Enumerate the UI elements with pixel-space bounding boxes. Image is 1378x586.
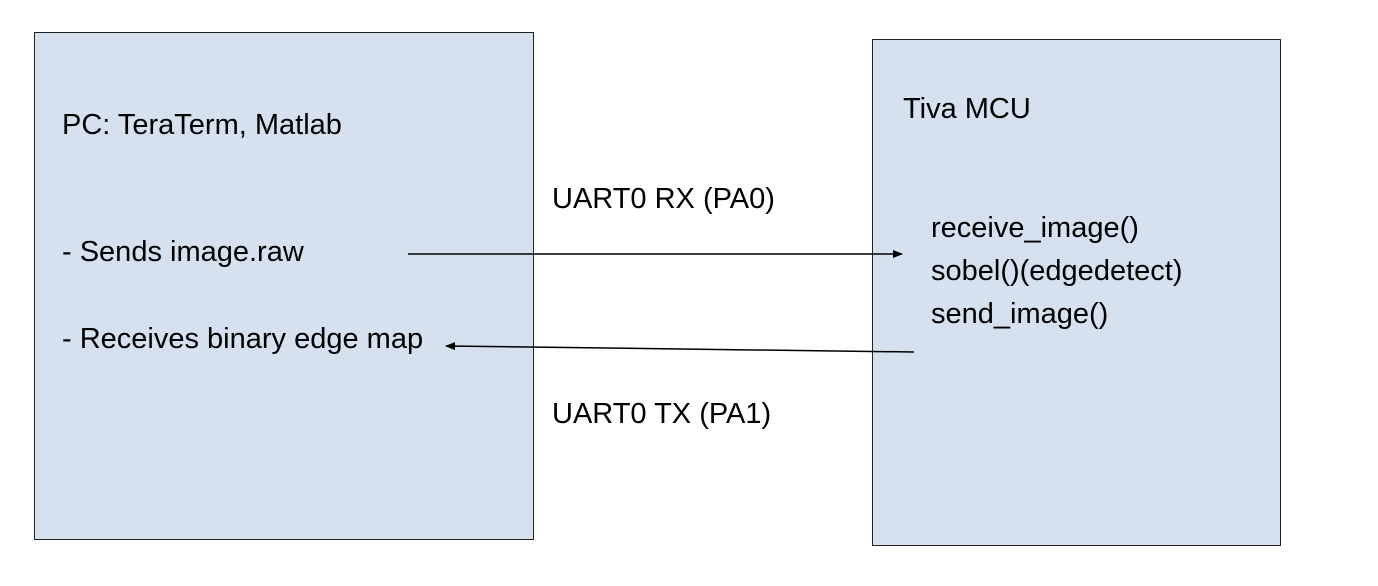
pc-receives-label: - Receives binary edge map <box>62 323 424 355</box>
mcu-box <box>872 39 1281 546</box>
mcu-function-receive: receive_image() <box>931 212 1139 244</box>
uart-tx-label: UART0 TX (PA1) <box>552 398 772 430</box>
pc-sends-label: - Sends image.raw <box>62 236 304 268</box>
mcu-function-list: receive_image() sobel()(edgedetect) send… <box>931 207 1182 336</box>
pc-box <box>34 32 534 540</box>
mcu-title: Tiva MCU <box>903 93 1031 125</box>
mcu-function-sobel: sobel()(edgedetect) <box>931 254 1183 287</box>
pc-title: PC: TeraTerm, Matlab <box>62 109 342 141</box>
mcu-function-send: send_image() <box>931 297 1109 330</box>
uart-rx-label: UART0 RX (PA0) <box>552 183 775 215</box>
